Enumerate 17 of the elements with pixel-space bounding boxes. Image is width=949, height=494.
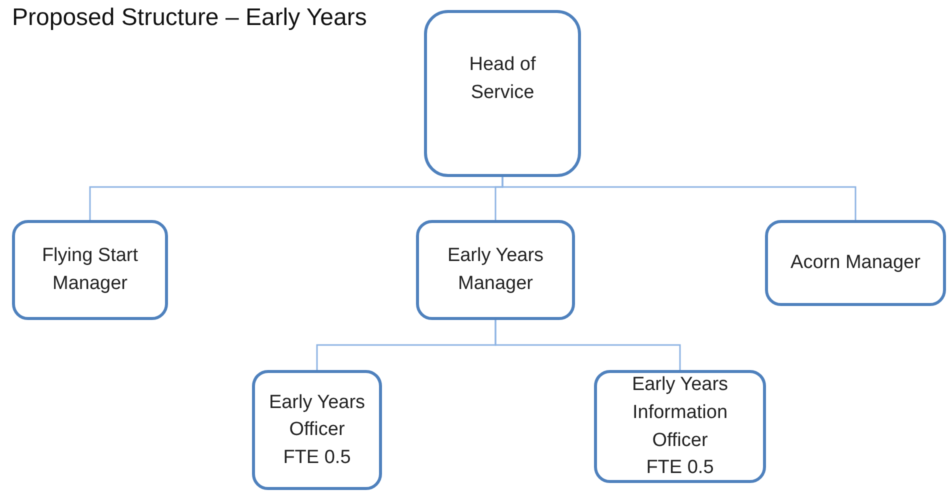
role-box xyxy=(12,220,168,320)
connector-line xyxy=(502,177,856,220)
role-title: Acorn Manager xyxy=(790,251,920,276)
role-title: Early Years Officer xyxy=(268,390,366,442)
role-box xyxy=(424,10,581,177)
role-title: Head of Service xyxy=(468,53,537,105)
role-box xyxy=(252,370,382,490)
role-box xyxy=(594,370,766,483)
role-title: Early Years Manager xyxy=(446,244,545,296)
role-box xyxy=(765,220,946,306)
role-title: FTE 0.5 xyxy=(283,446,351,470)
role-title: Flying Start Manager xyxy=(40,244,140,296)
role-title: FTE 0.5 xyxy=(646,456,714,480)
diagram-title: Proposed Structure – Early Years xyxy=(12,4,367,32)
connector-line xyxy=(494,320,681,370)
role-title: Early Years Information Officer xyxy=(630,373,730,452)
role-box xyxy=(416,220,575,320)
